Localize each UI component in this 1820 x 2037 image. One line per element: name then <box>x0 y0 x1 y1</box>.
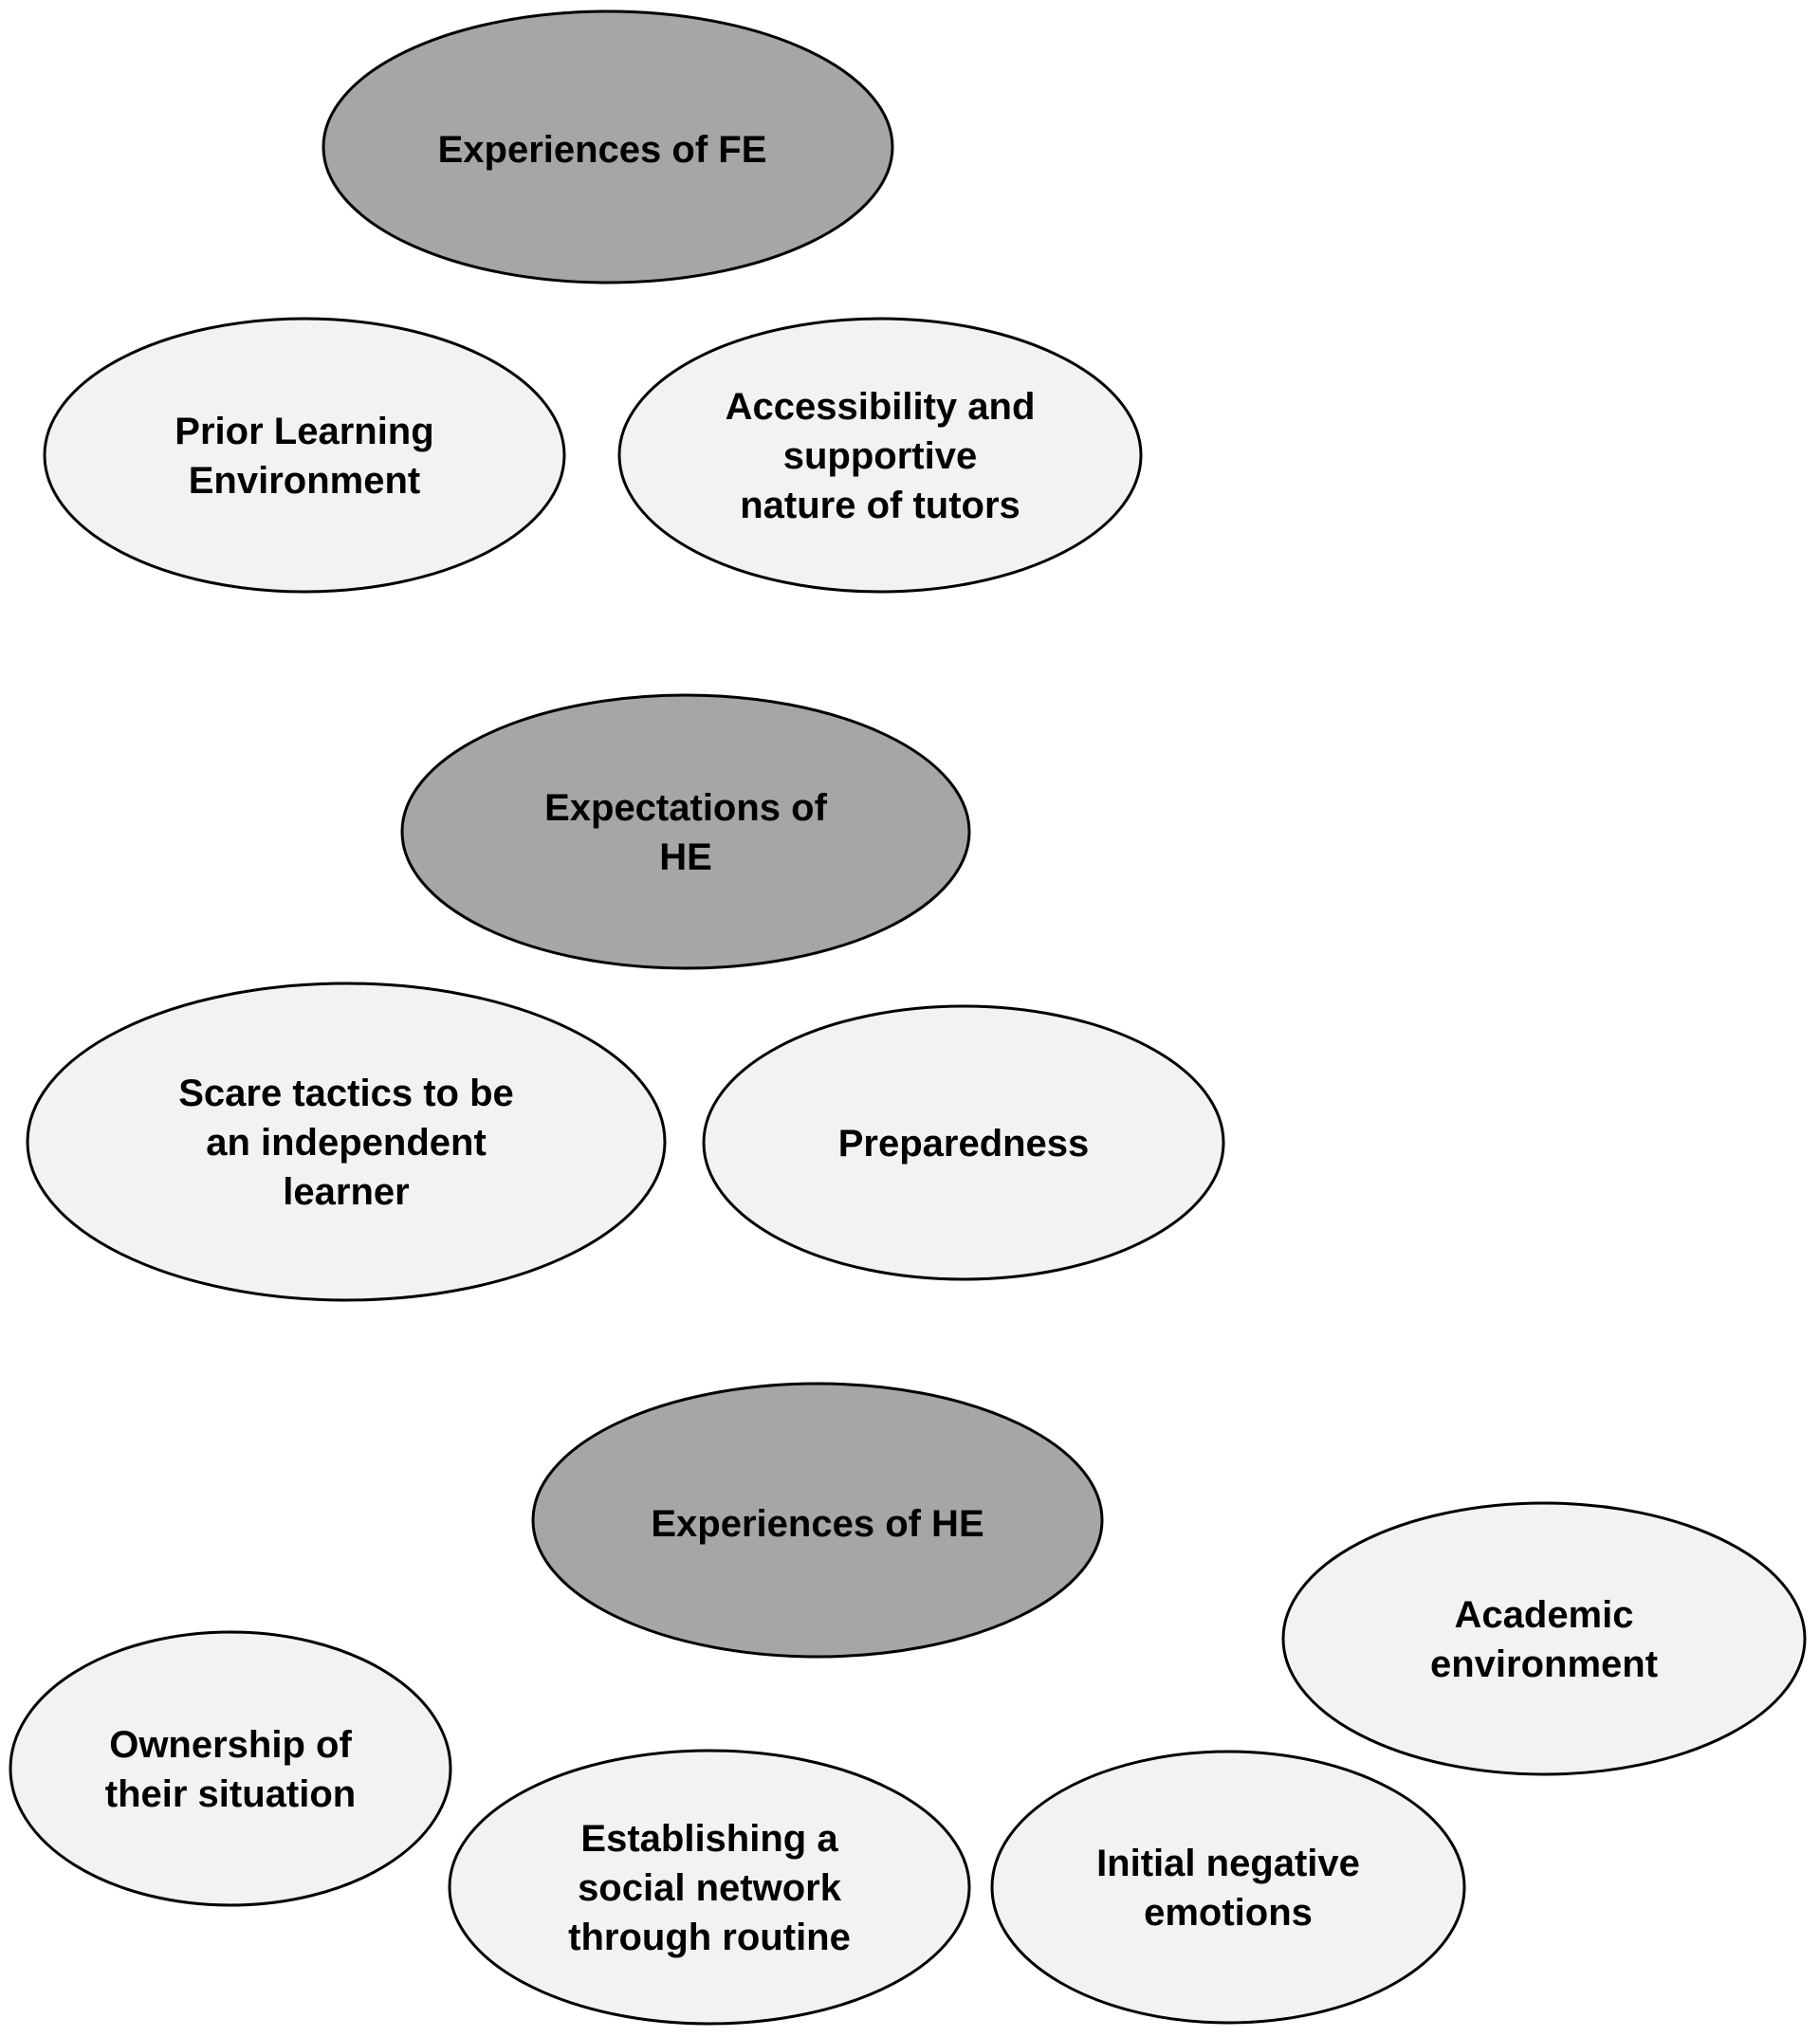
theme-ellipse <box>531 1382 1104 1659</box>
label-line: through routine <box>568 1917 851 1958</box>
label-line: Expectations of <box>544 787 828 829</box>
subtheme-ellipse <box>1281 1501 1807 1776</box>
label-line: Prior Learning <box>175 411 433 452</box>
label-line: Preparedness <box>838 1123 1090 1165</box>
label-line: emotions <box>1144 1892 1313 1934</box>
label-line: Environment <box>189 460 420 502</box>
label-line: HE <box>659 836 712 878</box>
subtheme-ellipse <box>9 1630 452 1907</box>
label-line: Ownership of <box>109 1724 352 1766</box>
node-preparedness: Preparedness <box>702 1004 1225 1281</box>
subtheme-ellipse <box>448 1749 971 2026</box>
theme-label-line: Experiences of FE <box>438 129 767 171</box>
node-establishing-social-network: Establishing a social network through rout… <box>448 1749 971 2026</box>
subtheme-ellipse <box>43 317 566 594</box>
label-line: their situation <box>105 1773 356 1815</box>
node-experiences-of-fe: Experiences of FE <box>322 9 894 284</box>
subtheme-label-establishing-social-network: Establishing a social network through rout… <box>568 1818 851 1958</box>
theme-ellipse <box>400 693 971 970</box>
subtheme-label-initial-negative-emotions: Initial negative emotions <box>1096 1843 1360 1934</box>
label-line: social network <box>578 1867 842 1909</box>
label-line: supportive <box>783 435 977 477</box>
subtheme-ellipse <box>702 1004 1225 1281</box>
node-initial-negative-emotions: Initial negative emotions <box>990 1750 1466 2025</box>
theme-label-experiences-of-fe: Experiences of FE <box>438 129 767 171</box>
label-line: Establishing a <box>580 1818 838 1860</box>
theme-ellipse <box>322 9 894 284</box>
label-line: Accessibility and <box>726 386 1036 428</box>
node-expectations-of-he: Expectations of HE <box>400 693 971 970</box>
subtheme-label-scare-tactics: Scare tactics to be an independent learner <box>178 1073 514 1213</box>
node-scare-tactics: Scare tactics to be an independent learner <box>26 982 667 1302</box>
theme-label-expectations-of-he: Expectations of HE <box>544 787 828 878</box>
label-line: learner <box>283 1171 409 1213</box>
theme-label-experiences-of-he: Experiences of HE <box>651 1503 984 1545</box>
subtheme-label-academic-environment: Academic environment <box>1430 1594 1658 1685</box>
label-line: Academic <box>1455 1594 1634 1636</box>
node-experiences-of-he: Experiences of HE <box>531 1382 1104 1659</box>
subtheme-ellipse <box>617 317 1143 594</box>
label-line: environment <box>1430 1643 1658 1685</box>
subtheme-label-accessibility-supportive-tutors: Accessibility and supportive nature of tut… <box>726 386 1036 526</box>
subtheme-label-preparedness: Preparedness <box>838 1123 1090 1165</box>
subtheme-ellipse <box>26 982 667 1302</box>
label-line: Scare tactics to be <box>178 1073 514 1114</box>
label-line: an independent <box>206 1122 487 1164</box>
label-line: nature of tutors <box>740 485 1020 526</box>
subtheme-ellipse <box>990 1750 1466 2025</box>
node-accessibility-supportive-tutors: Accessibility and supportive nature of tut… <box>617 317 1143 594</box>
node-academic-environment: Academic environment <box>1281 1501 1807 1776</box>
label-line: Initial negative <box>1096 1843 1360 1884</box>
node-ownership-of-situation: Ownership of their situation <box>9 1630 452 1907</box>
subtheme-label-ownership-of-situation: Ownership of their situation <box>105 1724 356 1815</box>
theme-label-line: Experiences of HE <box>651 1503 984 1545</box>
